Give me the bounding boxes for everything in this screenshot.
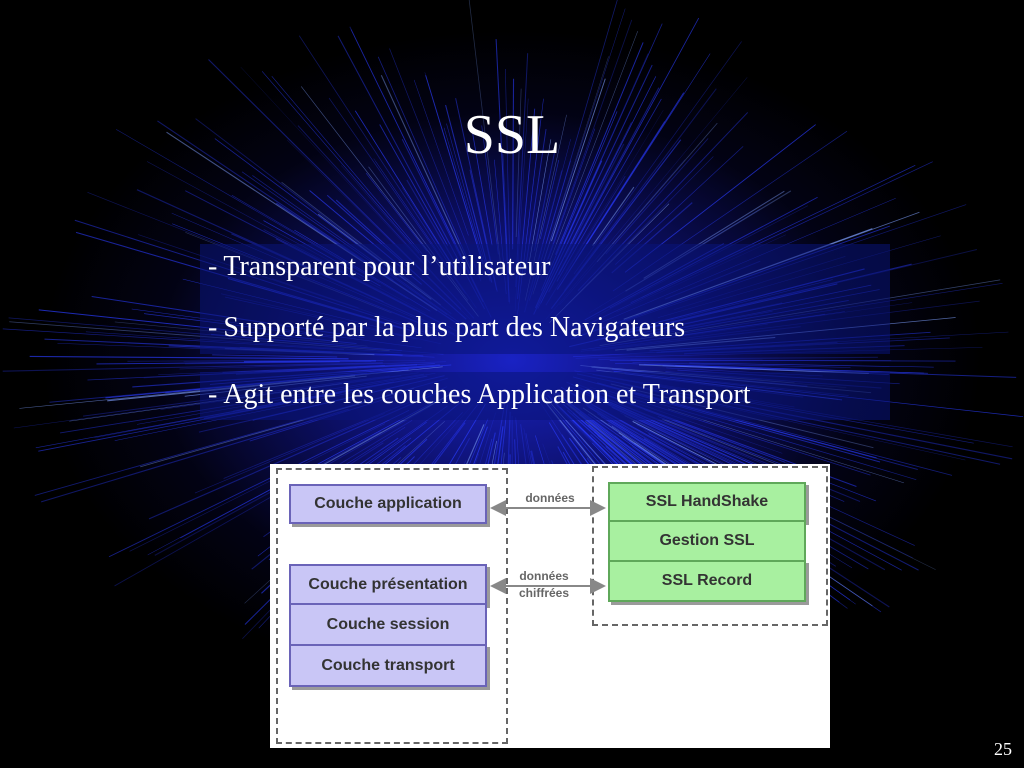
bullet-marker: - [208,251,218,282]
bullet-item-2: -Supporté par la plus part des Navigateu… [208,310,685,346]
background-ray [558,17,700,275]
slide-title: SSL [463,104,561,166]
background-ray [545,160,571,244]
bullet-item-1: -Transparent pour l’utilisateur [208,249,550,285]
background-ray [632,362,851,368]
background-ray [158,364,406,375]
background-ray [592,186,635,246]
background-ray [29,355,349,360]
background-ray [380,75,473,273]
background-ray [443,127,485,264]
background-ray [127,360,384,362]
background-ray [564,143,625,258]
layer-presentation: Couche présentation [289,564,487,605]
background-ray [379,124,449,246]
layer-ssl-handshake: SSL HandShake [608,482,806,522]
background-ray [533,149,556,251]
background-ray [515,88,522,237]
bullet-item-3: -Agit entre les couches Application et T… [208,377,751,413]
bullet-band-top [200,244,890,354]
background-ray [547,31,638,266]
background-ray [609,359,956,362]
background-ray [667,408,905,484]
background-ray [350,29,462,256]
background-ray [298,35,450,265]
background-ray [547,128,596,260]
page-number: 25 [994,739,1012,759]
background-ray [575,121,666,261]
background-ray [481,125,499,255]
bullet-marker: - [208,312,218,343]
layer-ssl-record: SSL Record [608,560,806,602]
edge-label-donnees: données [525,491,575,505]
background-ray [243,360,376,363]
background-ray [129,423,386,552]
background-ray [222,365,385,373]
background-ray [354,110,456,271]
layer-transport: Couche transport [289,644,487,687]
ssl-osi-diagram: Couche application Couche présentation C… [270,464,830,748]
background-ray [555,42,644,255]
background-ray [689,362,934,368]
background-ray [512,78,515,250]
background-ray [194,413,385,494]
bullet-text: Transparent pour l’utilisateur [223,251,551,282]
background-ray [550,78,606,242]
diagram-arrows [490,500,606,594]
background-ray [413,79,469,236]
osi-layers-group [276,468,508,744]
bullet-text: Agit entre les couches Application et Tr… [223,379,751,410]
background-ray [271,75,432,265]
background-ray [550,23,663,275]
background-ray [573,41,742,275]
background-ray [471,131,493,246]
ssl-layers-group [592,466,828,626]
layer-gestion-ssl: Gestion SSL [608,520,806,562]
background-ray [528,139,552,263]
background-ray [87,363,435,381]
background-ray [377,56,474,273]
layer-session: Couche session [289,603,487,646]
background-ray [154,431,381,556]
background-ray [662,418,795,472]
background-ray [605,138,709,255]
background-ray [538,139,571,259]
background-ray [389,48,482,282]
background-ray [534,8,626,289]
background-ray [598,356,878,360]
bullet-text: Supporté par la plus part des Navigateur… [223,312,686,343]
background-ray [375,161,437,250]
edge-label-chiffrees: chiffrées [518,586,570,600]
background-ray [596,122,718,263]
background-ray [40,408,349,503]
background-ray [212,354,338,358]
background-ray [425,75,484,265]
background-ray [2,362,383,372]
background-ray [179,361,446,370]
bullet-band-bottom [200,372,890,420]
edge-label-donnees-2: données [519,569,569,583]
background-ray [675,365,1017,378]
background-ray [563,53,649,244]
layer-application: Couche application [289,484,487,524]
background-ray [468,0,503,275]
background-ray [505,69,511,262]
background-ray [657,416,877,502]
bullet-marker: - [208,379,218,410]
background-ray [261,71,420,254]
background-ray [108,409,410,558]
background-ray [365,172,428,252]
background-ray [184,361,372,365]
background-ray [96,361,340,365]
background-ray [639,364,869,374]
background-ray [539,159,560,240]
background-ray [540,19,633,278]
